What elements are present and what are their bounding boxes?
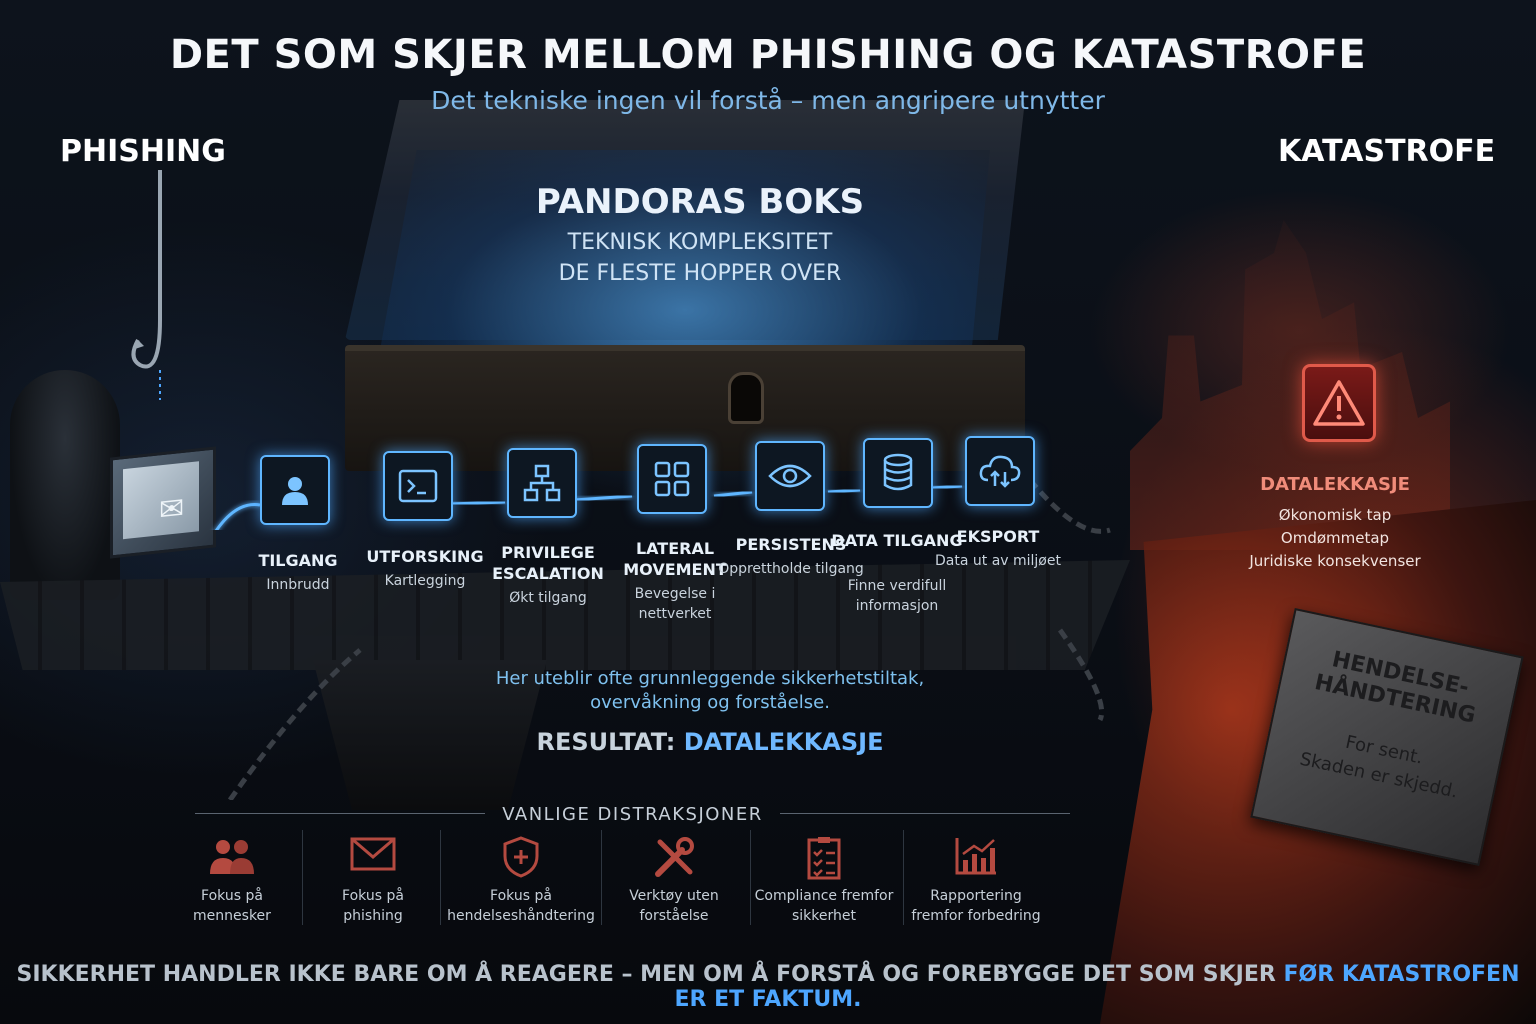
attack-flow-line — [214, 484, 963, 530]
step-title-privilege: PRIVILEGE ESCALATION — [492, 543, 604, 583]
step-desc-privilege: Økt tilgang — [509, 590, 587, 606]
note-line1: Her uteblir ofte grunnleggende sikkerhet… — [495, 668, 925, 689]
step-persistens-box — [755, 441, 825, 511]
distraction-line1: Rapportering — [930, 888, 1022, 904]
footer-main: SIKKERHET HANDLER IKKE BARE OM Å REAGERE… — [16, 962, 1284, 987]
tools-icon — [594, 836, 754, 880]
step-title-persistens: PERSISTENS — [735, 535, 847, 554]
envelope-icon — [293, 836, 453, 880]
distraction-line1: Fokus på — [342, 888, 404, 904]
step-desc-utforsking: Kartlegging — [384, 573, 466, 589]
distraction-line1: Fokus på — [490, 888, 552, 904]
distraction-item: Compliance fremfor sikkerhet — [744, 836, 904, 926]
distractions-heading: VANLIGE DISTRAKSJONER — [502, 804, 763, 825]
shield-icon — [441, 836, 601, 880]
step-desc-tilgang: Innbrudd — [266, 577, 330, 593]
step-title-tilgang: TILGANG — [258, 551, 338, 570]
people-icon — [152, 836, 312, 880]
footer-highlight: FØR KATASTROFEN ER ET FAKTUM. — [674, 962, 1520, 1012]
step-desc-persistens: Opprettholde tilgang — [718, 561, 864, 577]
step-tilgang-box — [260, 455, 330, 525]
datalekkasje-title: DATALEKKASJE — [1260, 474, 1410, 495]
checklist-icon — [744, 836, 904, 880]
distraction-item: Fokus på mennesker — [152, 836, 312, 926]
distraction-line1: Verktøy uten — [629, 888, 719, 904]
bridge-pillar — [313, 660, 547, 810]
step-utforsking-box — [383, 451, 453, 521]
result-value: DATALEKKASJE — [683, 728, 884, 756]
result-label: RESULTAT: — [536, 728, 676, 756]
grid-icon — [654, 461, 690, 497]
step-desc-eksport: Data ut av miljøet — [935, 553, 1061, 569]
divider — [780, 813, 1070, 814]
hierarchy-icon — [523, 464, 561, 502]
step-title-data: DATA TILGANG — [831, 531, 963, 550]
phishing-label: PHISHING — [60, 134, 226, 169]
keyhole-icon — [728, 372, 764, 424]
chart-icon — [896, 836, 1056, 880]
step-desc-data: Finne verdifull informasjon — [847, 578, 947, 614]
note-line2: overvåkning og forståelse. — [590, 692, 830, 713]
separator — [903, 830, 904, 925]
distraction-line1: Compliance fremfor — [754, 888, 894, 904]
separator — [302, 830, 303, 925]
box-line2: DE FLESTE HOPPER OVER — [558, 261, 842, 286]
result-line: RESULTAT: DATALEKKASJE — [470, 728, 950, 756]
step-lateral-box — [637, 444, 707, 514]
step-title-eksport: EKSPORT — [956, 527, 1040, 546]
step-data-box — [863, 438, 933, 508]
eye-icon — [768, 464, 812, 488]
distraction-item: Fokus på phishing — [293, 836, 453, 926]
box-line1: TEKNISK KOMPLEKSITET — [567, 230, 833, 255]
warning-icon — [1313, 380, 1365, 426]
distraction-line2: fremfor forbedring — [911, 908, 1041, 924]
step-desc-lateral: Bevegelse i nettverket — [634, 586, 716, 622]
distraction-line2: mennesker — [193, 908, 271, 924]
step-eksport-box — [965, 436, 1035, 506]
separator — [440, 830, 441, 925]
hacker-figure — [10, 370, 120, 600]
distraction-item: Fokus på hendelseshåndtering — [441, 836, 601, 926]
chains — [227, 480, 1111, 800]
distraction-line1: Fokus på — [201, 888, 263, 904]
box-title: PANDORAS BOKS — [535, 182, 865, 222]
chest-glow — [380, 150, 990, 350]
step-title-utforsking: UTFORSKING — [366, 547, 484, 566]
user-icon — [282, 477, 308, 505]
footer-message: SIKKERHET HANDLER IKKE BARE OM Å REAGERE… — [0, 962, 1536, 1012]
fishing-hook-icon — [131, 170, 162, 400]
database-icon — [883, 453, 913, 491]
consequence-item: Økonomisk tap — [1278, 506, 1392, 524]
distraction-item: Rapportering fremfor forbedring — [896, 836, 1056, 926]
katastrofe-label: KATASTROFE — [1278, 134, 1496, 169]
cloud-transfer-icon — [979, 455, 1021, 488]
distraction-line2: sikkerhet — [792, 908, 856, 924]
separator — [601, 830, 602, 925]
distraction-line2: hendelseshåndtering — [447, 908, 595, 924]
distraction-line2: forståelse — [639, 908, 709, 924]
consequence-item: Juridiske konsekvenser — [1249, 552, 1421, 570]
page-subtitle: Det tekniske ingen vil forstå – men angr… — [431, 86, 1105, 115]
datalekkasje-box — [1302, 364, 1376, 442]
terminal-icon — [398, 469, 438, 503]
step-title-lateral: LATERAL MOVEMENT — [623, 539, 727, 579]
separator — [750, 830, 751, 925]
divider — [195, 813, 485, 814]
page-title: DET SOM SKJER MELLOM PHISHING OG KATASTR… — [169, 32, 1367, 78]
distraction-item: Verktøy uten forståelse — [594, 836, 754, 926]
step-privilege-box — [507, 448, 577, 518]
consequence-item: Omdømmetap — [1280, 529, 1390, 547]
distraction-line2: phishing — [343, 908, 403, 924]
